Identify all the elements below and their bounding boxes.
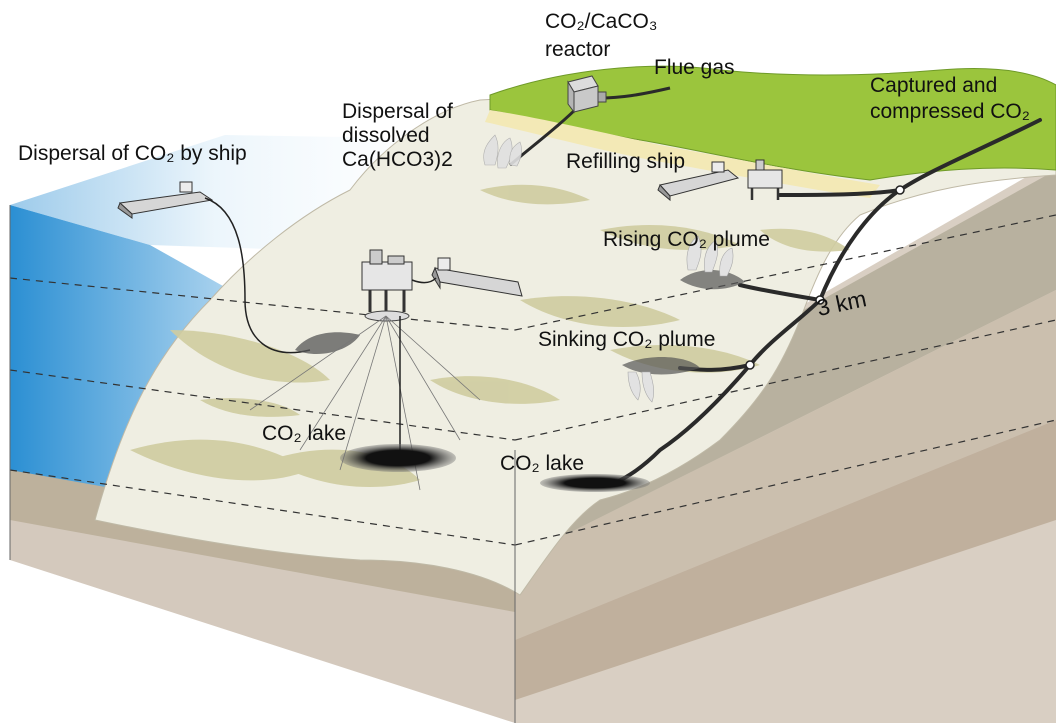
dissolved-label-line1: Dispersal of (342, 100, 453, 123)
reactor-building (567, 75, 607, 114)
dissolved-dispersal-plume (483, 134, 522, 169)
pipeline-joints (745, 185, 905, 370)
flue-gas-label: Flue gas (654, 56, 735, 79)
captured-label-line1: Captured and (870, 74, 998, 97)
dissolved-label-line3: Ca(HCO3)2 (342, 148, 453, 171)
strata-left-face (10, 505, 515, 723)
block-outline (9, 205, 516, 723)
refilling-terminal (747, 159, 783, 200)
lake-right-label: CO₂ lake (500, 452, 585, 475)
dispersed-co2-plume (295, 332, 360, 355)
strata-right-band-3 (515, 420, 1056, 700)
rising-plume-label: Rising CO₂ plume (603, 228, 770, 251)
sinking-plume-label: Sinking CO₂ plume (538, 328, 716, 351)
refilling-ship (657, 161, 740, 202)
sinking-co2-plume (622, 356, 700, 403)
dissolved-label-line2: dissolved (342, 124, 430, 147)
tanker-link-hose (411, 277, 437, 284)
supply-tanker (431, 257, 523, 297)
refilling-ship-label: Refilling ship (566, 150, 686, 173)
reactor-word-label: reactor (545, 38, 611, 61)
ship-discharge-hose (204, 197, 311, 354)
strata-right-band-2 (515, 290, 1056, 640)
lake-left-label: CO₂ lake (262, 422, 347, 445)
ship-dispersal-label: Dispersal of CO₂ by ship (18, 142, 247, 165)
co2-lake-right (540, 474, 650, 492)
depth-dashed-lines (9, 214, 1056, 546)
dispersal-ship (117, 181, 214, 219)
offshore-platform (361, 249, 413, 322)
rising-co2-plume (680, 235, 745, 290)
sediment-patches (130, 184, 850, 488)
reactor-formula-label: CO₂/CaCO₃ (545, 10, 658, 33)
co2-lake-left (340, 444, 456, 472)
captured-label-line2: compressed CO₂ (870, 100, 1030, 123)
co2-pipeline (613, 118, 1042, 485)
